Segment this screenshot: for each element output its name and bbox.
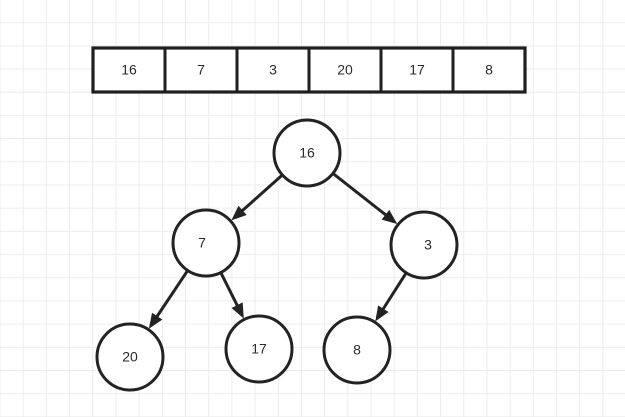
tree-node-value-right-left: 8 [353,342,361,358]
tree-node-value-right: 3 [424,237,432,253]
array-cell-value-2: 3 [269,62,277,78]
tree-edge-arrowhead-root-to-left [231,205,247,221]
array-cell-value-4: 17 [409,62,425,78]
tree-edges [148,172,407,329]
tree-node-left-right [224,314,294,384]
tree-node-right-left [322,315,392,385]
tree-node-left [171,208,241,278]
array-cell-value-5: 8 [485,62,493,78]
tree-edge-arrowhead-root-to-right [381,209,398,224]
tree-nodes: 16 7 3 20 17 8 [95,118,459,392]
tree-edge-left-to-left-left [154,270,189,319]
tree-node-value-left-left: 20 [122,349,138,365]
tree-node-left-left [95,322,165,392]
tree-node-value-root: 16 [299,145,315,161]
array-representation: 16 7 3 20 17 8 [91,46,527,94]
tree-edge-arrowhead-right-to-right-left [375,305,389,322]
array-cell-value-3: 20 [337,62,353,78]
array-cell-value-1: 7 [197,62,205,78]
tree-edge-right-to-right-left [381,272,407,312]
tree-node-value-left-right: 17 [251,341,267,357]
tree-edge-root-to-right [332,172,388,218]
tree-edge-root-to-left [240,174,283,213]
tree-node-right [389,210,459,280]
tree-edge-left-to-left-right [219,272,240,308]
tree-node-root [272,118,342,188]
tree-node-value-left: 7 [198,235,206,251]
tree-edge-arrowhead-left-to-left-right [231,302,244,319]
array-cell-value-0: 16 [121,62,137,78]
tree-edge-arrowhead-left-to-left-left [148,312,163,329]
array-outline [91,46,527,94]
